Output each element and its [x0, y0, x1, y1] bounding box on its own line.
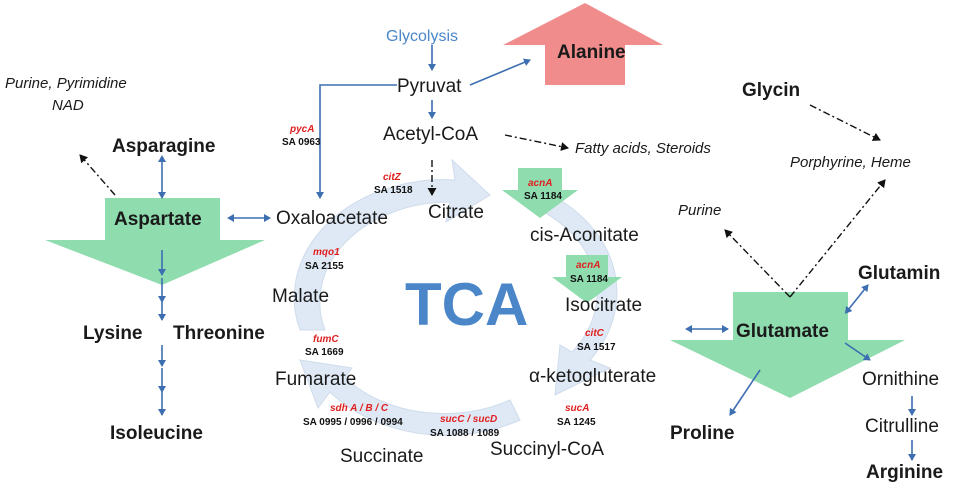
enzyme-suc-id: SA 1088 / 1089 [430, 428, 500, 439]
dashdot-arrows [79, 104, 886, 298]
nad-label: NAD [52, 97, 84, 114]
fumarate-label: Fumarate [275, 369, 356, 390]
glutamate-green-arrow [670, 292, 905, 398]
glutamin-label: Glutamin [858, 263, 940, 284]
enzyme-suc-gene: sucC / sucD [440, 414, 497, 425]
lysine-label: Lysine [83, 323, 143, 344]
enzyme-acna2-id: SA 1184 [570, 274, 608, 285]
acna-green-arrow-2 [552, 255, 622, 303]
isocitrate-label: Isocitrate [565, 295, 642, 316]
enzyme-acna1-id: SA 1184 [524, 191, 562, 202]
succinyl-coa-label: Succinyl-CoA [490, 439, 604, 460]
enzyme-suca-gene: sucA [565, 403, 589, 414]
arginine-label: Arginine [866, 462, 943, 483]
enzyme-pyca-gene: pycA [289, 124, 314, 135]
enzyme-mqo1-gene: mqo1 [313, 247, 340, 258]
flow-arrows [158, 45, 916, 461]
purine-pyrimidine-label: Purine, Pyrimidine [5, 75, 127, 92]
enzyme-citz-id: SA 1518 [374, 185, 413, 196]
alpha-ketoglutarate-label: α-ketogluterate [529, 366, 656, 387]
porphyrine-heme-label: Porphyrine, Heme [790, 154, 911, 171]
glycin-label: Glycin [742, 80, 800, 101]
enzyme-fumc-id: SA 1669 [305, 347, 344, 358]
cis-aconitate-label: cis-Aconitate [530, 225, 639, 246]
tca-label: TCA [405, 271, 528, 338]
enzyme-pyca-id: SA 0963 [282, 137, 321, 148]
acetyl-coa-label: Acetyl-CoA [383, 124, 478, 145]
enzyme-sdh-gene: sdh A / B / C [330, 403, 389, 414]
fatty-acids-label: Fatty acids, Steroids [575, 140, 711, 157]
malate-label: Malate [272, 286, 329, 307]
enzyme-acna1-gene: acnA [528, 178, 552, 189]
threonine-label: Threonine [173, 323, 265, 344]
tca-cycle-ring [293, 158, 618, 436]
enzyme-acna2-gene: acnA [576, 260, 600, 271]
ornithine-label: Ornithine [862, 369, 939, 390]
alanine-red-arrow [503, 3, 663, 85]
pyruvat-label: Pyruvat [397, 76, 462, 97]
aspartate-label: Aspartate [114, 209, 202, 230]
enzyme-fumc-gene: fumC [313, 334, 339, 345]
acna-green-arrow-1 [502, 168, 578, 218]
citrate-label: Citrate [428, 202, 484, 223]
asparagine-label: Asparagine [112, 136, 215, 157]
enzyme-citz-gene: citZ [383, 172, 402, 183]
glycolysis-label: Glycolysis [386, 28, 458, 45]
oxaloacetate-label: Oxaloacetate [276, 208, 388, 229]
succinate-label: Succinate [340, 446, 423, 467]
enzyme-mqo1-id: SA 2155 [305, 261, 344, 272]
citrulline-label: Citrulline [865, 416, 939, 437]
enzyme-suca-id: SA 1245 [557, 417, 596, 428]
proline-label: Proline [670, 423, 734, 444]
purine-label: Purine [678, 202, 721, 219]
isoleucine-label: Isoleucine [110, 423, 203, 444]
alanine-label: Alanine [557, 42, 626, 63]
enzyme-citc-id: SA 1517 [577, 342, 616, 353]
aspartate-green-arrow [45, 198, 265, 285]
enzyme-citc-gene: citC [585, 328, 605, 339]
glutamate-label: Glutamate [736, 321, 829, 342]
enzyme-sdh-id: SA 0995 / 0996 / 0994 [303, 417, 403, 428]
